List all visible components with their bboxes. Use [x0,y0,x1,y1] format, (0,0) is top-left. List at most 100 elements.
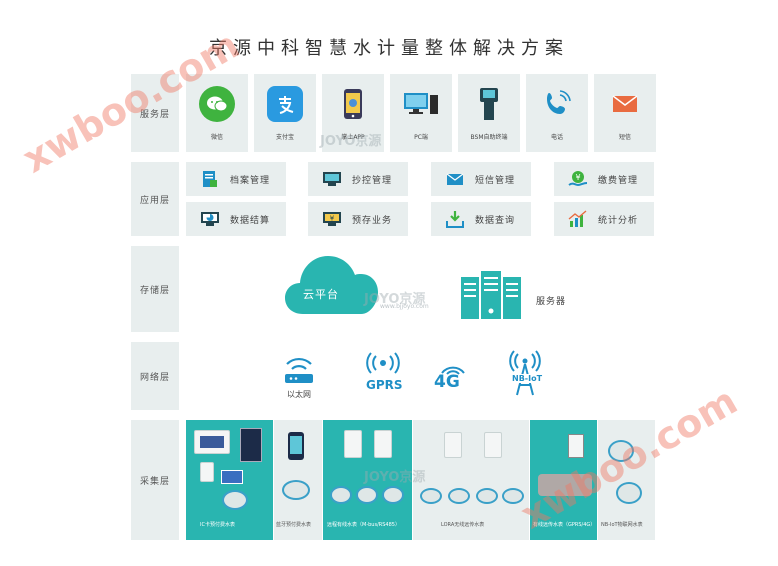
service-sms[interactable]: 短信 [594,74,656,152]
wired-meter-illustration [382,486,404,504]
lora-gateway-illustration [484,432,502,458]
app-label: 短信管理 [475,175,516,186]
service-mobile-app[interactable]: 掌上APP [322,74,384,152]
app-label: 数据查询 [475,215,516,226]
service-phone[interactable]: 电话 [526,74,588,152]
gprs-flow-meter-illustration [538,474,592,496]
svg-text:¥: ¥ [575,173,580,182]
layer-label-storage: 存储层 [131,246,179,332]
pc-icon [403,86,439,122]
app-query[interactable]: 数据查询 [431,202,531,236]
app-label: 统计分析 [598,215,639,226]
payment-icon: ¥ [568,170,588,188]
network-label-4g: 4G [434,372,460,392]
service-label: 微信 [210,134,223,141]
ic-card-meter-illustration [240,428,262,462]
service-pc[interactable]: PC端 [390,74,452,152]
meter-control-icon [322,170,342,188]
signal-4g-icon [436,360,470,379]
acq-lora-panel[interactable] [413,420,529,540]
cloud-label: 云平台 [303,288,339,301]
nbiot-meter-illustration [608,440,634,462]
acq-label-lora: LORA无线远传水表 [441,522,485,528]
app-label: 数据结算 [230,215,271,226]
gprs-module-illustration [568,434,584,458]
acq-nbiot-panel[interactable] [598,420,655,540]
card-box-illustration [200,462,214,482]
lora-gateway-illustration [444,432,462,458]
acq-label-gprs: 有线远传水表（GPRS/4G） [533,522,596,528]
lora-meter-illustration [448,488,470,504]
acq-label-ic-card: IC卡预付费水表 [200,522,235,528]
kiosk-icon [471,86,507,122]
service-label: BSM自助终端 [470,134,508,141]
settlement-icon [200,210,220,228]
lora-meter-illustration [420,488,442,504]
app-statistics[interactable]: 统计分析 [554,202,654,236]
acq-label-wired: 远程有线水表（M-bus/RS485） [327,522,400,528]
network-label-nbiot: NB-IoT [511,374,544,383]
statistics-icon [568,210,588,228]
server-label: 服务器 [536,297,567,307]
app-meter-control[interactable]: 抄控管理 [308,162,408,196]
card-reader-screen [200,436,224,448]
acq-label-nbiot: NB-IoT物联网水表 [601,522,643,528]
app-label: 档案管理 [230,175,271,186]
service-wechat[interactable]: 微信 [186,74,248,152]
ic-water-meter-illustration [222,490,248,510]
app-label: 预存业务 [352,215,393,226]
mobile-app-icon [335,86,371,122]
wired-meter-illustration [330,486,352,504]
cloud-icon [283,252,379,322]
page-title: 京源中科智慧水计量整体解决方案 [209,38,569,59]
service-label: 掌上APP [341,134,365,141]
archive-icon [200,170,220,188]
service-label: 短信 [618,134,631,141]
app-prepay[interactable]: ¥ 预存业务 [308,202,408,236]
service-label: PC端 [414,134,428,141]
app-archive[interactable]: 档案管理 [186,162,286,196]
router-icon [282,352,316,390]
layer-label-application: 应用层 [131,162,179,236]
service-label: 电话 [550,134,563,141]
prepay-icon: ¥ [322,210,342,228]
concentrator-illustration [344,430,362,458]
storage-panel [186,246,655,332]
lora-meter-illustration [502,488,524,504]
app-sms-manage[interactable]: 短信管理 [431,162,531,196]
svg-text:¥: ¥ [330,215,335,223]
gprs-icon [366,352,400,378]
phone-screen [290,436,302,454]
wired-meter-illustration [356,486,378,504]
network-label-ethernet: 以太网 [287,390,311,399]
service-alipay[interactable]: 支付宝 [254,74,316,152]
bluetooth-meter-illustration [282,480,310,500]
server-icon [459,271,523,325]
ic-card-illustration [221,470,243,484]
app-settlement[interactable]: 数据结算 [186,202,286,236]
layer-label-service: 服务层 [131,74,179,152]
sms-manage-icon [445,170,465,188]
network-label-gprs: GPRS [366,378,403,392]
watermark-brand: JOYO京源 [320,134,382,149]
app-label: 抄控管理 [352,175,393,186]
service-kiosk[interactable]: BSM自助终端 [458,74,520,152]
watermark-brand-url: www.bjjoyo.com [380,303,429,310]
layer-label-acquisition: 采集层 [131,420,179,540]
watermark-brand: JOYO京源 [364,292,426,307]
sms-icon [607,86,643,122]
lora-meter-illustration [476,488,498,504]
phone-icon [539,86,575,122]
app-payment[interactable]: ¥ 缴费管理 [554,162,654,196]
concentrator-illustration [374,430,392,458]
nbiot-meter-illustration [616,482,642,504]
wechat-icon [199,86,235,122]
service-label: 支付宝 [275,134,294,141]
app-label: 缴费管理 [598,175,639,186]
watermark-brand: JOYO京源 [364,470,426,485]
query-icon [445,210,465,228]
alipay-icon [267,86,303,122]
acq-label-bluetooth: 蓝牙预付费水表 [276,522,312,528]
acq-wired-panel[interactable] [323,420,412,540]
layer-label-network: 网络层 [131,342,179,410]
